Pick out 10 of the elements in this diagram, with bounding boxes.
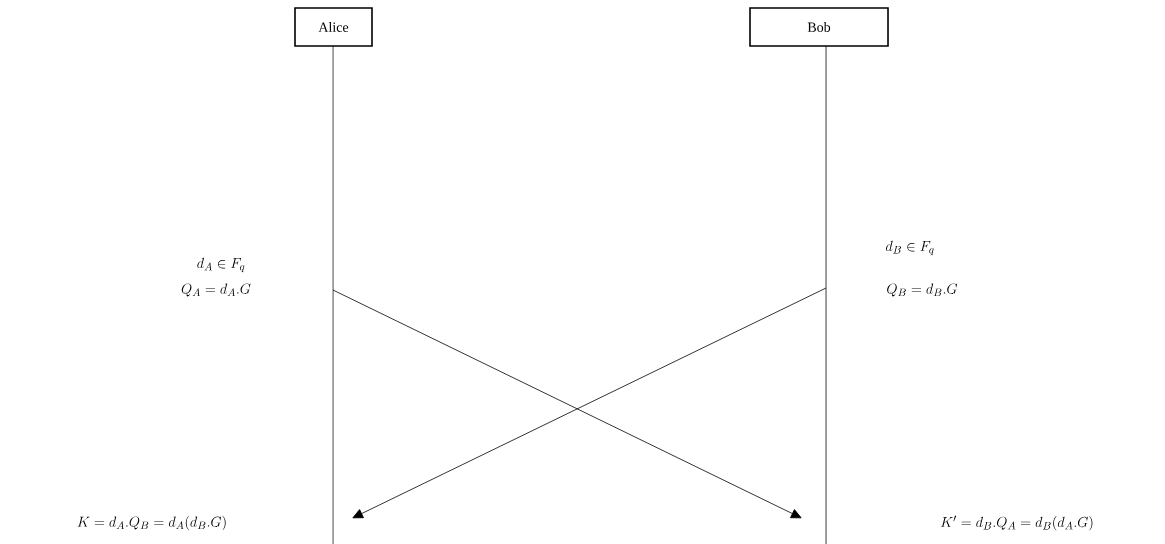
lifeline	[825, 45, 827, 544]
formula: $Q_A = d_A.G$	[181, 283, 251, 297]
formula: $d_A \in F_q$	[197, 257, 245, 273]
lifeline	[332, 45, 334, 544]
participant-box: Bob	[749, 7, 889, 47]
formula: $K = d_A.Q_B = d_A(d_B.G)$	[77, 515, 226, 531]
formula: $d_B \in F_q$	[886, 240, 934, 256]
formula: $K' = d_B.Q_A = d_B(d_A.G)$	[940, 515, 1093, 531]
formula: $Q_B = d_B.G$	[887, 283, 958, 297]
participant-box: Alice	[294, 7, 373, 47]
